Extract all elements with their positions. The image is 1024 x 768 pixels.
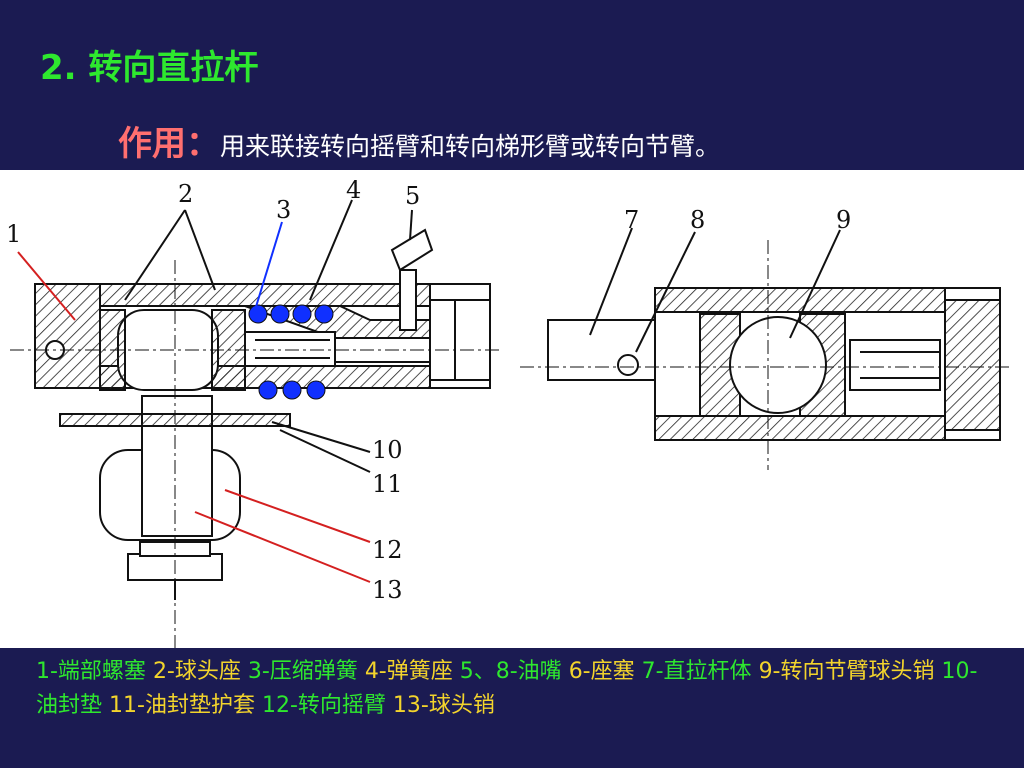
legend-item: 2-球头座 <box>152 659 241 684</box>
legend-item: 12-转向摇臂 <box>261 693 386 718</box>
left-joint-drawing <box>10 228 500 648</box>
purpose-label: 作用： <box>118 124 220 164</box>
legend-item: 5、8-油嘴 <box>459 659 562 684</box>
part-number-8: 8 <box>690 206 705 234</box>
legend-item: 3-压缩弹簧 <box>247 659 358 684</box>
tie-rod-diagram: 1 2 3 4 5 7 8 9 10 11 12 13 <box>0 170 1024 648</box>
legend-item: 10-油封垫 <box>36 659 978 718</box>
purpose-text: 用来联接转向摇臂和转向梯形臂或转向节臂。 <box>220 132 721 161</box>
right-joint-drawing <box>520 240 1010 470</box>
legend-item: 4-弹簧座 <box>364 659 453 684</box>
legend-item: 13-球头销 <box>392 693 495 718</box>
part-number-9: 9 <box>836 206 851 234</box>
part-number-12: 12 <box>372 536 403 564</box>
purpose-line: 作用：用来联接转向摇臂和转向梯形臂或转向节臂。 <box>118 122 720 172</box>
part-number-1: 1 <box>6 220 21 248</box>
legend-item: 6-座塞 <box>568 659 635 684</box>
legend-item: 7-直拉杆体 <box>641 659 752 684</box>
parts-legend: 1-端部螺塞 2-球头座 3-压缩弹簧 4-弹簧座 5、8-油嘴 6-座塞 7-… <box>36 655 996 723</box>
part-number-5: 5 <box>405 182 420 210</box>
legend-item: 1-端部螺塞 <box>36 659 146 684</box>
leader-lines <box>17 199 841 583</box>
part-number-11: 11 <box>372 470 403 498</box>
slide-title: 2. 转向直拉杆 <box>40 48 259 88</box>
legend-item: 9-转向节臂球头销 <box>758 659 935 684</box>
part-number-2: 2 <box>178 180 193 208</box>
part-number-7: 7 <box>624 206 639 234</box>
part-number-10: 10 <box>372 436 403 464</box>
part-number-13: 13 <box>372 576 403 604</box>
part-number-3: 3 <box>276 196 291 224</box>
legend-item: 11-油封垫护套 <box>109 693 255 718</box>
part-number-labels: 1 2 3 4 5 7 8 9 10 11 12 13 <box>6 176 851 604</box>
part-number-4: 4 <box>346 176 361 204</box>
